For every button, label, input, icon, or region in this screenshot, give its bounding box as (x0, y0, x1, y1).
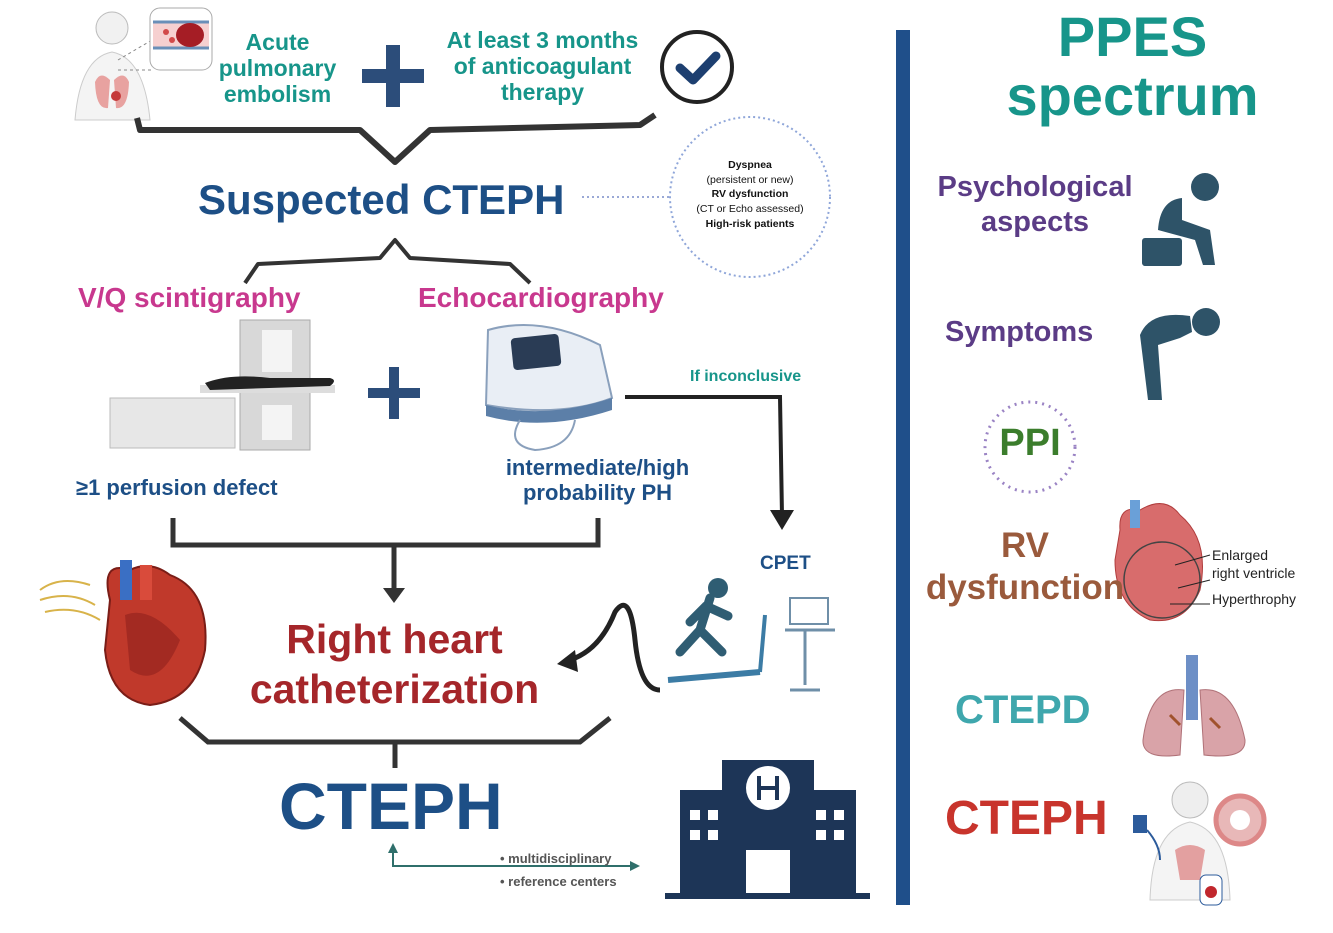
rhc-line: Right heart (286, 616, 503, 662)
psychological-line: aspects (980, 205, 1089, 238)
spectrum-title-line: spectrum (1006, 63, 1259, 127)
criteria-high-risk: High-risk patients (705, 217, 795, 230)
rv-line: RV (1001, 526, 1049, 565)
echo-result-line: probability PH (522, 479, 673, 505)
heart-catheter-icon (39, 560, 207, 707)
echo-result-line: intermediate/high (505, 455, 690, 480)
rv-annotation-enlarged: Enlarged (1212, 547, 1269, 563)
cteph-final-title: CTEPH (279, 769, 503, 843)
spectrum-title-line: PPES (1057, 5, 1208, 68)
criteria-rv: RV dysfunction (711, 188, 789, 201)
bullet-reference-centers: reference centers (508, 873, 617, 889)
ppi-circle (983, 400, 1077, 494)
clot-vessel-icon (149, 7, 213, 71)
scanner-icon (109, 319, 335, 451)
anticoag-line: of anticoagulant (453, 52, 632, 79)
if-inconclusive-label: If inconclusive (690, 368, 802, 385)
ultrasound-device-icon (484, 324, 614, 452)
rhc-line: catheterization (249, 666, 540, 713)
bent-person-icon (1140, 308, 1220, 400)
rv-annotation-hypertrophy: Hyperthrophy (1212, 591, 1297, 608)
rv-annotation-rv: right ventricle (1212, 565, 1296, 582)
rv-dysfunction-label: RV dysfunction (925, 525, 1125, 609)
anticoag-line: therapy (500, 78, 585, 105)
rv-line: dysfunction (925, 568, 1125, 607)
spectrum-title: PPES spectrum (990, 5, 1275, 127)
ctepd-label: CTEPD (955, 688, 1091, 732)
echo-result-label: intermediate/high probability PH (480, 455, 715, 505)
suspected-cteph-title: Suspected CTEPH (198, 176, 565, 223)
criteria-dyspnea: Dyspnea (728, 159, 772, 171)
cteph-spectrum-label: CTEPH (945, 792, 1108, 845)
treadmill-runner-icon (667, 578, 835, 692)
rv-heart-icon (1114, 500, 1211, 622)
plus-icon (362, 45, 424, 107)
lungs-icon (1142, 655, 1246, 757)
patient-lungs-icon (74, 11, 151, 121)
criteria-rv-note: (CT or Echo assessed) (696, 203, 804, 216)
criteria-bubble (669, 116, 831, 278)
anticoag-line: At least 3 months (446, 27, 639, 53)
echo-label: Echocardiography (418, 282, 664, 313)
acute-pe-line: pulmonary (218, 54, 337, 81)
checkmark-icon (660, 30, 734, 104)
symptoms-label: Symptoms (945, 316, 1094, 348)
patient-with-equipment-icon (1133, 781, 1267, 906)
reference-bullets: • multidisciplinary • reference centers (500, 851, 617, 889)
hospital-icon (665, 760, 870, 899)
acute-pe-line: Acute (245, 29, 310, 55)
cpet-label: CPET (760, 553, 811, 574)
ppi-label: PPI (999, 422, 1061, 464)
criteria-dyspnea-note: (persistent or new) (706, 173, 794, 186)
vq-label: V/Q scintigraphy (78, 282, 301, 313)
rhc-label: Right heart catheterization (222, 614, 567, 714)
acute-pe-line: embolism (223, 80, 332, 107)
psychological-label: Psychological aspects (925, 170, 1145, 240)
spectrum-divider (896, 30, 910, 905)
psychological-line: Psychological (937, 171, 1133, 203)
vq-result-label: ≥1 perfusion defect (76, 475, 278, 500)
sitting-person-icon (1142, 173, 1219, 266)
acute-pe-label: Acute pulmonary embolism (205, 29, 350, 107)
bullet-multidisciplinary: multidisciplinary (508, 851, 612, 866)
criteria-bubble-text: Dyspnea (persistent or new) RV dysfuncti… (680, 158, 820, 231)
anticoag-label: At least 3 months of anticoagulant thera… (425, 27, 660, 105)
rv-annotation: Enlarged right ventricle Hyperthrophy (1212, 546, 1296, 609)
